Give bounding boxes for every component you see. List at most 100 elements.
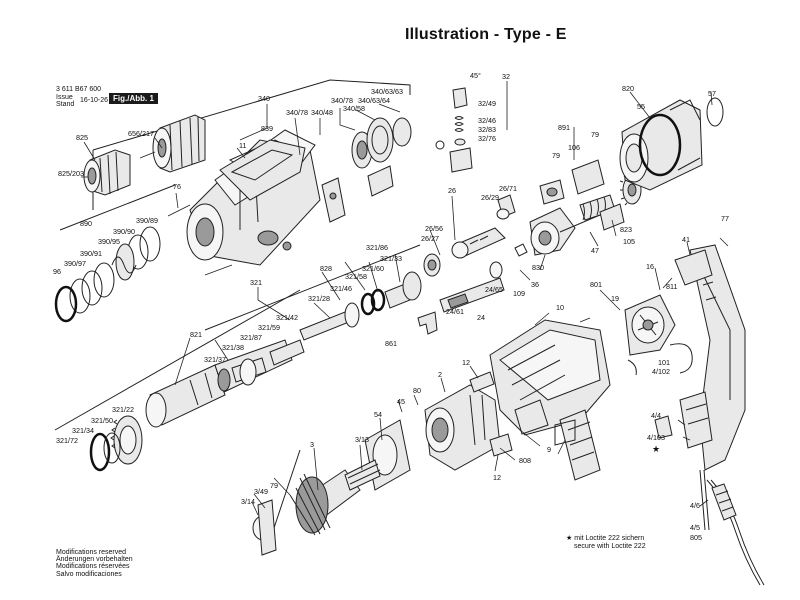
modifications-fr: Modifications réservées (56, 563, 130, 571)
angle-label: 45° (470, 71, 481, 80)
label-321-58: 321/58 (345, 272, 367, 281)
label-861: 861 (385, 339, 397, 348)
label-32-76: 32/76 (478, 134, 496, 143)
label-4-102: 4/102 (652, 367, 670, 376)
label-823: 823 (620, 225, 632, 234)
label-45: 45 (397, 397, 405, 406)
label-12b: 12 (493, 473, 501, 482)
issue-date: 16-10-26 (80, 97, 109, 104)
label-76: 76 (173, 182, 181, 191)
chuck-656-217 (152, 114, 206, 173)
label-96: 96 (53, 267, 61, 276)
label-801: 801 (590, 280, 602, 289)
label-390-90: 390/90 (113, 227, 135, 236)
label-32-49: 32/49 (478, 99, 496, 108)
label-106: 106 (568, 143, 580, 152)
label-101: 101 (658, 358, 670, 367)
plate-808 (514, 399, 549, 435)
page-title: Illustration - Type - E (405, 26, 567, 43)
label-805: 805 (690, 533, 702, 542)
motor-housing-10 (489, 319, 611, 481)
wire-101 (627, 343, 693, 376)
label-820: 820 (622, 84, 634, 93)
label-47: 47 (591, 246, 599, 255)
label-26-27: 26/27 (421, 234, 439, 243)
armature-3 (252, 459, 381, 556)
label-36: 36 (531, 280, 539, 289)
part-labels: 340 839 340/78 340/48 340/78 340/63/64 3… (53, 71, 729, 542)
electronics-19 (624, 294, 676, 356)
label-830: 830 (532, 263, 544, 272)
label-321-42: 321/42 (276, 313, 298, 322)
label-828: 828 (320, 264, 332, 273)
label-57: 57 (708, 89, 716, 98)
label-321-46: 321/46 (330, 284, 352, 293)
loctite-de: ★ mit Loctite 222 sichern (566, 535, 645, 542)
figure-label: Fig./Abb. 1 (109, 93, 158, 104)
stator-2 (424, 384, 501, 471)
loctite-note: ★ mit Loctite 222 sichern secure with Lo… (566, 535, 646, 551)
label-808: 808 (519, 456, 531, 465)
label-321-33: 321/33 (380, 254, 402, 263)
label-321-37: 321/37 (204, 355, 226, 364)
label-24-61: 24/61 (446, 307, 464, 316)
modifications-de: Änderungen vorbehalten (56, 556, 133, 564)
loctite-en: secure with Loctite 222 (574, 543, 646, 550)
label-825: 825 (76, 133, 88, 142)
label-390-97: 390/97 (64, 259, 86, 268)
label-26-29: 26/29 (481, 193, 499, 202)
label-41: 41 (682, 235, 690, 244)
label-32-83: 32/83 (478, 125, 496, 134)
label-54: 54 (374, 410, 382, 419)
label-321-87: 321/87 (240, 333, 262, 342)
housing-cover-11 (219, 139, 306, 201)
label-3-14: 3/14 (241, 497, 255, 506)
label-4-5: 4/5 (690, 523, 700, 532)
label-321: 321 (250, 278, 262, 287)
switch-4 (654, 391, 713, 449)
label-890: 890 (80, 219, 92, 228)
label-9: 9 (547, 445, 551, 454)
label-105: 105 (623, 237, 635, 246)
label-390-89: 390/89 (136, 216, 158, 225)
label-340-63-64: 340/63/64 (358, 96, 390, 105)
label-321-34: 321/34 (72, 426, 94, 435)
label-32-46: 32/46 (478, 116, 496, 125)
label-811: 811 (666, 282, 677, 291)
label-340-63-63: 340/63/63 (371, 87, 403, 96)
label-16: 16 (646, 262, 654, 271)
label-4-4: 4/4 (651, 411, 661, 420)
stand-label: Stand (56, 101, 75, 108)
label-19: 19 (611, 294, 619, 303)
label-891: 891 (558, 123, 570, 132)
label-26-56: 26/56 (425, 224, 443, 233)
label-80: 80 (413, 386, 421, 395)
label-321-86: 321/86 (366, 243, 388, 252)
label-3-13: 3/13 (355, 435, 369, 444)
screws-misc (397, 237, 729, 413)
clutch-830 (529, 194, 616, 256)
label-390-95: 390/95 (98, 237, 120, 246)
label-24: 24 (477, 313, 485, 322)
label-2: 2 (438, 370, 442, 379)
label-10: 10 (556, 303, 564, 312)
label-79: 79 (591, 130, 599, 139)
selector-knob-32 (435, 87, 473, 173)
shaft-24 (417, 261, 505, 335)
label-321-59: 321/59 (258, 323, 280, 332)
power-cable-805 (699, 469, 765, 586)
group-outlines (54, 79, 421, 541)
striker-assembly-321 (89, 271, 422, 472)
leader-lines (81, 81, 713, 516)
label-321-38: 321/38 (222, 343, 244, 352)
intermediate-shaft-26 (423, 194, 528, 277)
brush-holders-891 (539, 159, 605, 205)
label-340-48: 340/48 (311, 108, 333, 117)
label-12: 12 (462, 358, 470, 367)
chuck-825 (83, 149, 131, 196)
label-656-217: 656/217 (128, 129, 154, 138)
plate-340-48 (321, 177, 346, 223)
label-825-203: 825/203 (58, 169, 84, 178)
label-26-71: 26/71 (499, 184, 517, 193)
